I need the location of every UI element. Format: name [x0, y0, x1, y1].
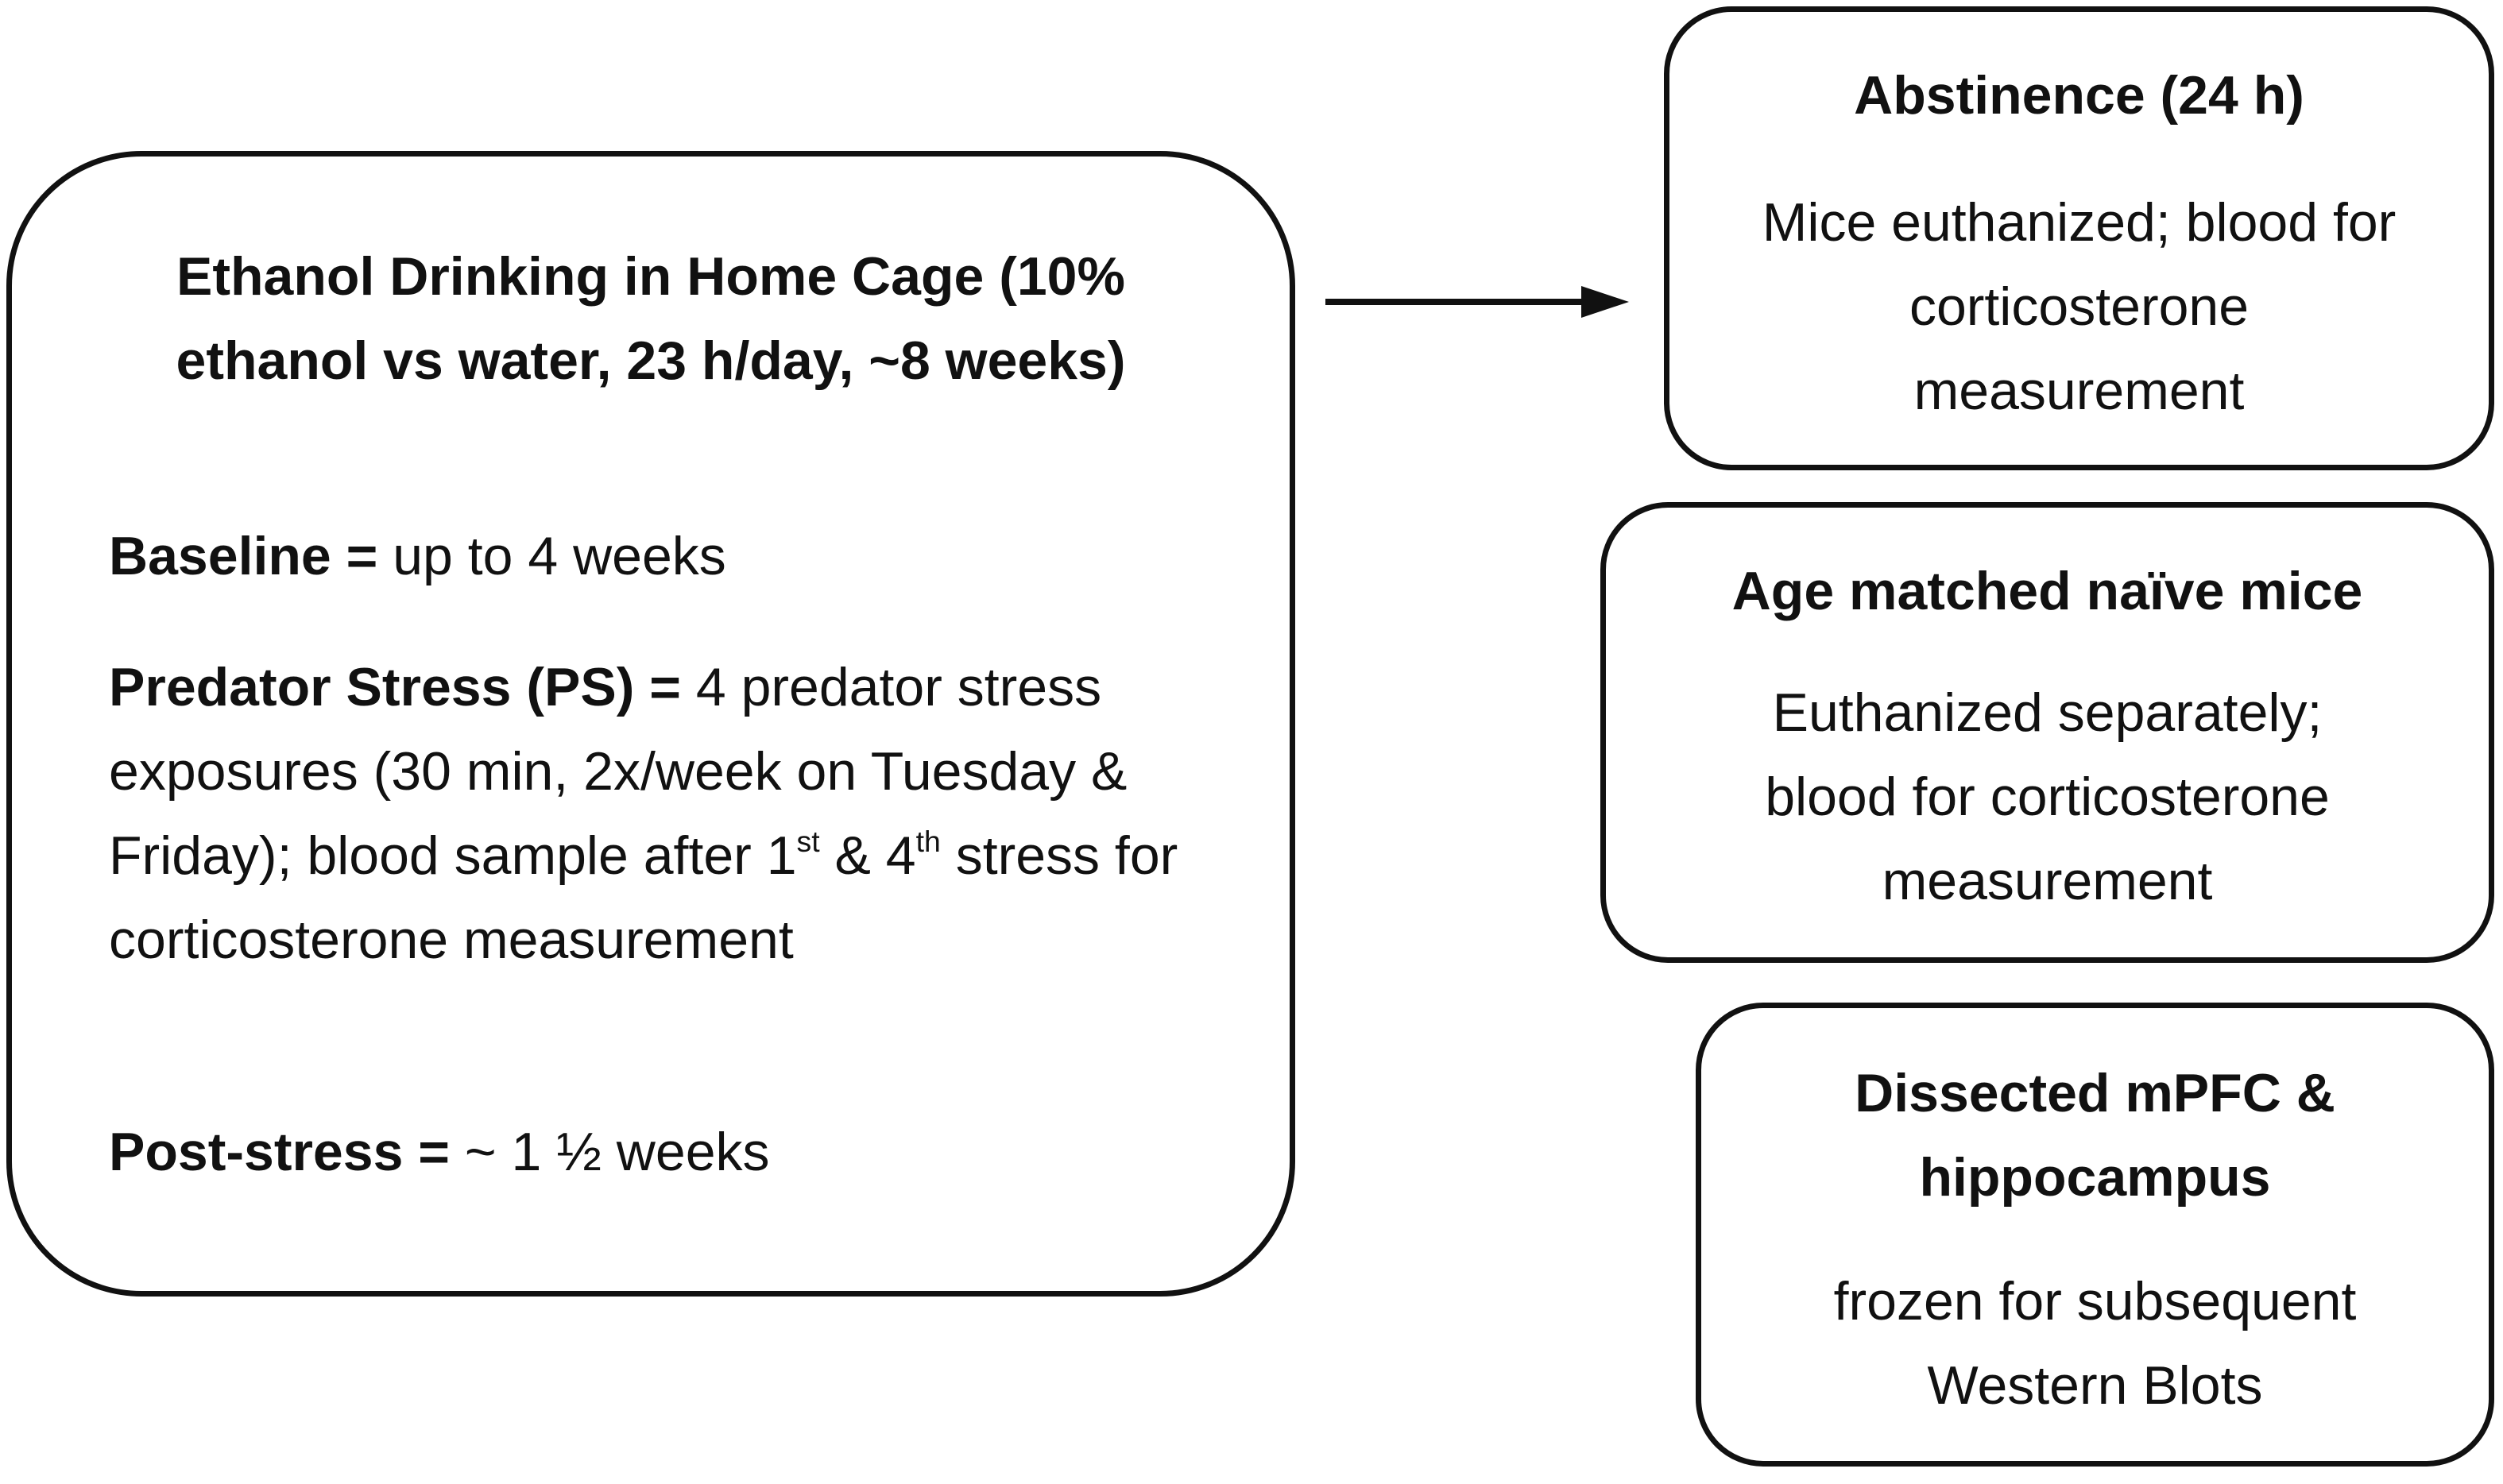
- post-stress-label: Post-stress =: [109, 1122, 450, 1182]
- dissected-body: frozen for subsequent Western Blots: [1701, 1259, 2489, 1428]
- baseline-label: Baseline =: [109, 526, 378, 586]
- dissected-body-text: frozen for subsequent Western Blots: [1833, 1271, 2357, 1416]
- predator-stress-text-1: 4 predator stress exposures (30 min, 2x/…: [109, 657, 1128, 886]
- baseline-line: Baseline = up to 4 weeks: [109, 514, 1258, 598]
- flow-arrow: [1325, 286, 1629, 318]
- dissected-box: Dissected mPFC & hippocampus frozen for …: [1696, 1003, 2494, 1467]
- ethanol-drinking-title-text: Ethanol Drinking in Home Cage (10% ethan…: [176, 246, 1126, 391]
- predator-stress-sup-1: st: [796, 824, 820, 858]
- naive-mice-title: Age matched naïve mice: [1731, 561, 2363, 621]
- flow-arrow-head: [1581, 286, 1629, 318]
- ethanol-drinking-box: Ethanol Drinking in Home Cage (10% ethan…: [6, 151, 1295, 1297]
- predator-stress-text-2: & 4: [834, 825, 916, 886]
- naive-mice-body: Euthanized separately; blood for cortico…: [1606, 671, 2489, 923]
- ethanol-drinking-title: Ethanol Drinking in Home Cage (10% ethan…: [12, 234, 1290, 403]
- dissected-title-text: Dissected mPFC & hippocampus: [1855, 1063, 2335, 1208]
- abstinence-box: Abstinence (24 h) Mice euthanized; blood…: [1664, 6, 2494, 470]
- baseline-value: up to 4 weeks: [393, 526, 726, 586]
- predator-stress-sup-2: th: [915, 824, 941, 858]
- abstinence-body: Mice euthanized; blood for corticosteron…: [1669, 180, 2489, 433]
- predator-stress-line: Predator Stress (PS) = 4 predator stress…: [109, 645, 1258, 982]
- naive-mice-body-text: Euthanized separately; blood for cortico…: [1765, 682, 2330, 911]
- naive-mice-box: Age matched naïve mice Euthanized separa…: [1600, 502, 2494, 963]
- post-stress-value: ~ 1 ½ weeks: [464, 1122, 770, 1182]
- abstinence-title: Abstinence (24 h): [1854, 65, 2304, 126]
- predator-stress-label: Predator Stress (PS) =: [109, 657, 681, 717]
- abstinence-body-text: Mice euthanized; blood for corticosteron…: [1762, 192, 2397, 421]
- dissected-title: Dissected mPFC & hippocampus: [1701, 1051, 2489, 1219]
- post-stress-line: Post-stress = ~ 1 ½ weeks: [109, 1110, 1258, 1194]
- predator-stress-text-3: stress for corticosterone measurement: [109, 825, 1178, 970]
